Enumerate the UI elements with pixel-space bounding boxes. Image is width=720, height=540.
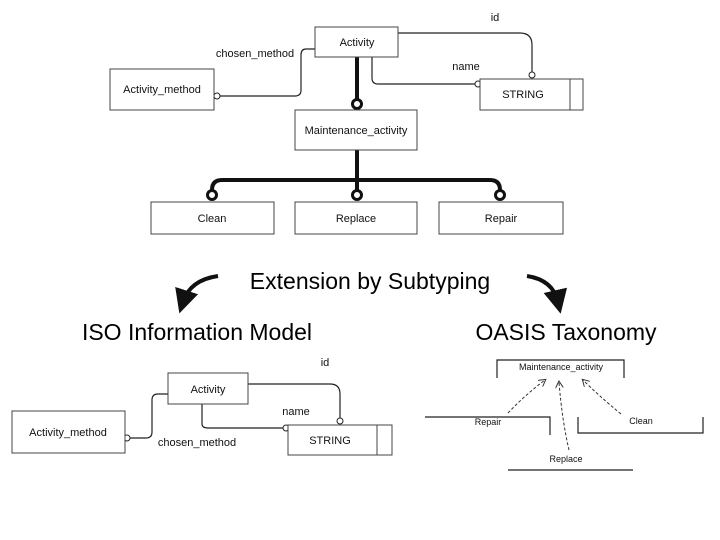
maintenance-activity-entity-label: Maintenance_activity bbox=[305, 125, 408, 137]
maintenance-activity-entity-box bbox=[294, 109, 418, 151]
iso-id-relation-label: id bbox=[321, 357, 330, 369]
iso-activity-entity-box bbox=[167, 372, 249, 405]
iso-heading: ISO Information Model bbox=[82, 319, 312, 345]
iso-name-relation-line-2 bbox=[201, 404, 283, 429]
name-relation-line bbox=[371, 57, 475, 85]
oasis-replace-label: Replace bbox=[549, 454, 582, 464]
right-curved-arrow-icon bbox=[526, 274, 568, 314]
subtype-circle-replace bbox=[351, 189, 363, 201]
oasis-taxonomy-diagram: Maintenance_activity Repair Clean Replac… bbox=[425, 359, 704, 471]
left-curved-arrow-icon bbox=[175, 274, 219, 314]
chosen-method-end-circle bbox=[213, 92, 221, 100]
subtype-circle-repair bbox=[494, 189, 506, 201]
oasis-maintenance-activity-label: Maintenance_activity bbox=[519, 362, 604, 372]
iso-activity-method-entity-box bbox=[11, 410, 126, 454]
extension-heading: Extension by Subtyping bbox=[250, 268, 490, 294]
replace-entity-box bbox=[294, 201, 418, 235]
iso-activity-entity-label: Activity bbox=[191, 384, 226, 396]
clean-entity-box bbox=[150, 201, 275, 235]
subtype-tree-lines bbox=[210, 150, 502, 191]
repair-entity-box bbox=[438, 201, 564, 235]
id-relation-end-circle bbox=[528, 71, 536, 79]
iso-chosen-method-relation-line bbox=[130, 393, 168, 439]
string-type-label: STRING bbox=[502, 89, 544, 101]
name-relation-label: name bbox=[452, 61, 480, 73]
oasis-clean-label: Clean bbox=[629, 416, 653, 426]
repair-to-maintenance-dashed-arrow bbox=[507, 380, 545, 414]
id-relation-label: id bbox=[491, 12, 500, 24]
activity-method-entity-box bbox=[109, 68, 215, 111]
iso-string-type-box bbox=[287, 424, 393, 456]
subtype-circle-clean bbox=[206, 189, 218, 201]
oasis-maintenance-bracket bbox=[496, 359, 625, 378]
activity-method-entity-label: Activity_method bbox=[123, 84, 201, 96]
activity-entity-label: Activity bbox=[340, 37, 375, 49]
oasis-heading: OASIS Taxonomy bbox=[475, 319, 657, 345]
iso-information-model-diagram: Activity Activity_method STRING id name … bbox=[11, 357, 393, 456]
iso-id-relation-line bbox=[248, 383, 341, 418]
iso-activity-method-entity-label: Activity_method bbox=[29, 427, 107, 439]
oasis-clean-bracket bbox=[577, 417, 704, 434]
iso-string-type-label: STRING bbox=[309, 435, 351, 447]
oasis-repair-label: Repair bbox=[475, 417, 502, 427]
replace-entity-label: Replace bbox=[336, 213, 376, 225]
id-relation-line bbox=[398, 32, 533, 72]
replace-to-maintenance-dashed-arrow bbox=[559, 382, 570, 451]
iso-chosen-method-relation-label: chosen_method bbox=[158, 437, 236, 449]
repair-entity-label: Repair bbox=[485, 213, 518, 225]
oasis-repair-bracket bbox=[425, 416, 551, 435]
clean-to-maintenance-dashed-arrow bbox=[583, 380, 622, 415]
string-type-box bbox=[479, 78, 584, 111]
iso-name-relation-label: name bbox=[282, 406, 310, 418]
subtype-circle-maintenance bbox=[351, 98, 363, 110]
clean-entity-label: Clean bbox=[198, 213, 227, 225]
iso-id-end-circle bbox=[336, 417, 344, 425]
activity-entity-box bbox=[314, 26, 399, 58]
chosen-method-relation-label: chosen_method bbox=[216, 48, 294, 60]
chosen-method-relation-line bbox=[220, 48, 315, 97]
top-express-g-diagram: Activity Activity_method STRING Maintena… bbox=[109, 12, 584, 235]
